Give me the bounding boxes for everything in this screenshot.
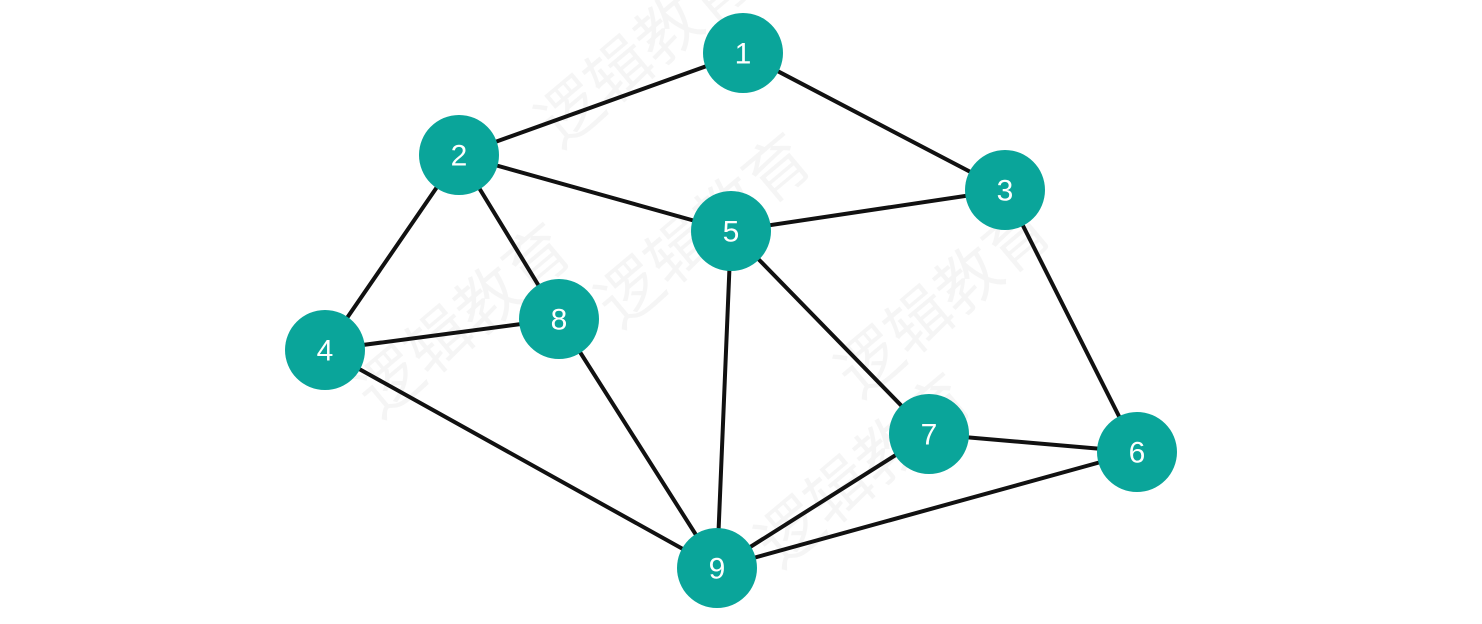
node-label-7: 7 [921,419,938,452]
edge-1-2 [457,51,745,157]
node-4: 4 [285,310,365,390]
node-2: 2 [419,115,499,195]
edge-7-9 [715,432,931,570]
node-circle-7 [889,394,969,474]
watermark: 逻辑教育 逻辑教育 逻辑教育 逻辑教育 逻辑教育 [343,0,1067,582]
node-9: 9 [677,528,757,608]
edge-2-5 [457,153,733,233]
edge-6-9 [715,450,1139,570]
node-label-9: 9 [709,553,726,586]
edge-3-6 [1003,188,1139,454]
node-circle-4 [285,310,365,390]
node-label-5: 5 [723,216,740,249]
node-circle-6 [1097,412,1177,492]
edge-5-9 [715,229,733,570]
node-label-8: 8 [551,304,568,337]
node-circle-5 [691,191,771,271]
node-3: 3 [965,150,1045,230]
node-label-3: 3 [997,175,1014,208]
node-circle-3 [965,150,1045,230]
edge-8-9 [557,317,719,570]
edge-3-5 [729,188,1007,233]
edge-5-7 [729,229,931,436]
node-1: 1 [703,13,783,93]
node-circle-9 [677,528,757,608]
node-label-4: 4 [317,335,334,368]
node-label-6: 6 [1129,437,1146,470]
node-circle-2 [419,115,499,195]
edge-4-9 [323,348,719,570]
node-5: 5 [691,191,771,271]
node-6: 6 [1097,412,1177,492]
node-circle-1 [703,13,783,93]
node-8: 8 [519,279,599,359]
node-label-2: 2 [451,140,468,173]
node-layer: 1 2 3 4 5 6 7 8 9 [285,13,1177,608]
node-circle-8 [519,279,599,359]
edge-1-3 [741,51,1007,192]
node-7: 7 [889,394,969,474]
node-label-1: 1 [735,38,752,71]
